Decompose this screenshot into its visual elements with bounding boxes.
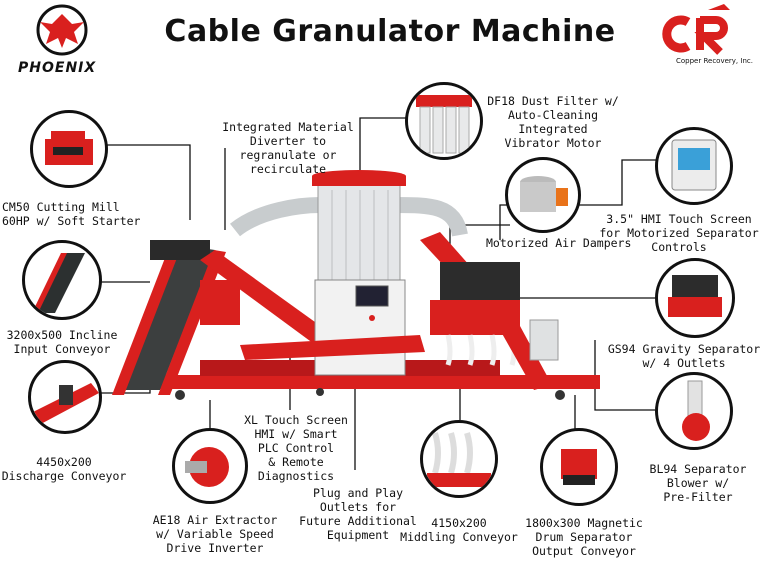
phoenix-brand-text: PHOENIX — [18, 60, 97, 76]
leader-cm50 — [105, 144, 191, 220]
label-df18: DF18 Dust Filter w/Auto-Cleaning Integra… — [487, 94, 619, 150]
df18-detail-circle — [405, 82, 483, 160]
granulator-machine-illustration — [112, 170, 600, 400]
gs94-detail-circle — [655, 258, 735, 338]
copper-recovery-logo-icon — [662, 4, 730, 55]
incline-conveyor-detail-circle — [22, 240, 102, 320]
leader-hmi35 — [499, 159, 660, 240]
hmi35-detail-circle — [655, 127, 733, 205]
magnetic-conveyor — [500, 326, 552, 390]
discharge-conveyor-detail-circle — [28, 360, 102, 434]
phoenix-logo-icon — [36, 4, 88, 56]
cm50-detail-circle — [30, 110, 108, 188]
copper-recovery-brand-text: Copper Recovery, Inc. — [676, 57, 753, 65]
bl94-detail-circle — [655, 372, 733, 450]
cutting-mill — [200, 280, 240, 325]
gravity-separator — [440, 262, 520, 302]
discharge-conveyor — [240, 335, 425, 360]
incline-conveyor — [120, 245, 215, 390]
middling-detail-circle — [420, 420, 498, 498]
leader-df18 — [359, 117, 410, 180]
leader-lines — [100, 117, 660, 470]
conveyor-hopper — [150, 240, 210, 260]
page-title: Cable Granulator Machine — [164, 14, 616, 49]
air-duct — [230, 197, 321, 237]
ae18-detail-circle — [172, 428, 248, 504]
xl-hmi-screen — [355, 285, 389, 307]
leader-bl94 — [594, 340, 655, 411]
magnetic-detail-circle — [540, 428, 618, 506]
air-dampers-detail-circle — [505, 157, 581, 233]
label-air-dampers: Motorized Air Dampers — [486, 236, 632, 250]
base-frame — [140, 375, 600, 389]
